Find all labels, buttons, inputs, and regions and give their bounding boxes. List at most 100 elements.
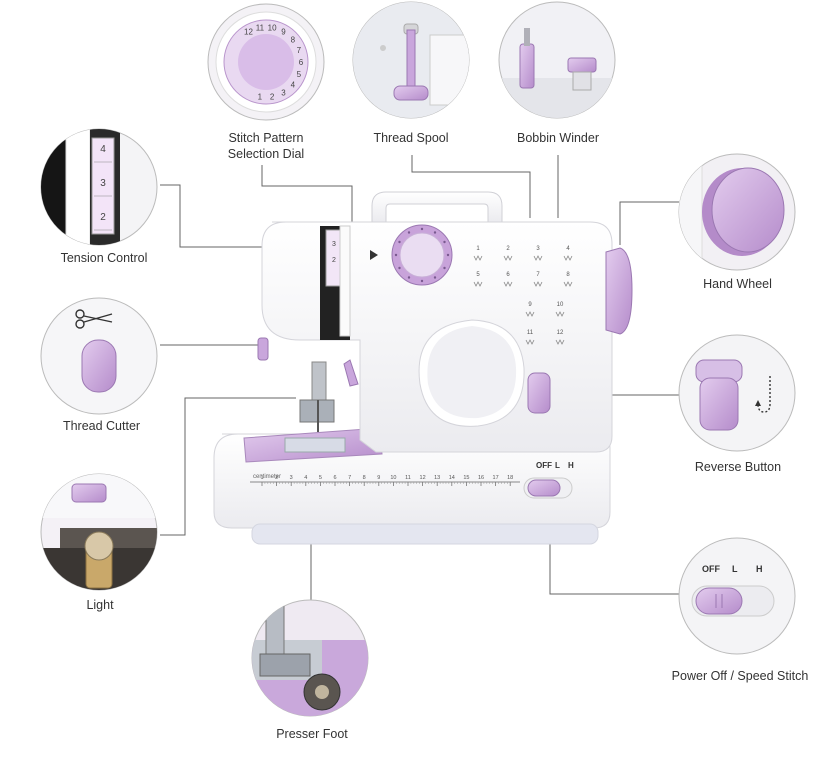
callout-light [40,473,158,591]
label-stitch-pattern-line-2: Selection Dial [227,147,305,161]
label-thread-cutter: Thread Cutter [62,419,141,433]
ruler-mark-label: 6 [333,475,336,481]
stitch-symbol [533,281,543,287]
machine-switch-high-label: H [568,461,574,470]
dial-tick [420,279,424,283]
ruler-mark-label: 3 [290,475,293,481]
callout-presser-foot [251,599,369,717]
machine-switch-off-label: OFF [536,461,552,470]
dial-tick [443,266,446,270]
ruler-mark-label: 5 [319,475,322,481]
callout-bobbin-winder [498,1,616,119]
stitch-symbol [503,281,513,287]
callout-switch-low-label: L [732,564,738,574]
ruler-mark-label: 8 [363,475,366,481]
callout-thread-cutter [40,297,158,415]
label-hand-wheel: Hand Wheel [703,277,772,291]
dial-number: 1 [258,93,263,102]
stitch-number: 7 [536,272,540,278]
dial-number: 8 [291,36,296,45]
label-thread-spool: Thread Spool [373,131,449,145]
label-light: Light [86,598,114,612]
stitch-symbol [525,339,535,345]
callout-thread-spool [352,1,470,119]
stitch-symbol [503,255,513,261]
dial-number: 12 [244,28,253,37]
dial-tick [407,231,411,234]
label-stitch-pattern-dial: Stitch Pattern Selection Dial [212,130,320,162]
dial-tick [398,240,401,244]
ruler-mark-label: 4 [304,475,307,481]
stitch-symbol [555,311,565,317]
callout-hand-wheel [678,153,796,271]
stitch-symbol [473,281,483,287]
dial-number: 6 [299,58,304,67]
label-power-speed-switch: Power Off / Speed Stitch [671,669,809,683]
ruler-mark-label: 1 [260,475,263,481]
label-bobbin-winder: Bobbin Winder [517,131,599,145]
svg-text:3: 3 [332,241,336,248]
ruler-mark-label: 17 [493,475,499,481]
stitch-symbol [473,255,483,261]
stitch-number: 11 [527,330,534,336]
dial-number: 7 [297,46,302,55]
dial-tick [420,227,424,231]
dial-number: 11 [256,24,265,33]
ruler-mark-label: 7 [348,475,351,481]
dial-tick [433,276,437,279]
svg-text:2: 2 [332,257,336,264]
callout-reverse-button [678,334,796,452]
dial-tick [443,240,446,244]
stitch-number: 3 [536,246,540,252]
ruler-mark-label: 15 [463,475,469,481]
dial-tick [398,266,401,270]
label-reverse-button: Reverse Button [694,460,782,474]
dial-tick [407,276,411,279]
scissors-icon [75,309,113,329]
dial-number: 5 [297,70,302,79]
stitch-number: 9 [528,302,532,308]
dial-number: 10 [268,24,277,33]
callout-switch-high-label: H [756,564,763,574]
callout-switch-off-label: OFF [702,564,720,574]
stitch-symbol [525,311,535,317]
dial-tick [433,231,437,234]
ruler-mark-label: 11 [405,475,411,481]
stitch-number: 6 [506,272,510,278]
dial-tick [394,253,398,257]
tension-number: 3 [100,178,106,189]
tension-number: 2 [100,212,106,223]
ruler-mark-label: 9 [377,475,380,481]
ruler-unit: centimeter [253,474,281,480]
stitch-number: 1 [476,246,480,252]
ruler-mark-label: 12 [420,475,426,481]
ruler-mark-label: 18 [507,475,513,481]
stitch-symbol [555,339,565,345]
stitch-symbol [533,255,543,261]
machine-switch-low-label: L [555,461,560,470]
stitch-number: 8 [566,272,570,278]
dial-number: 2 [270,93,275,102]
label-presser-foot: Presser Foot [276,727,348,741]
stitch-symbol [563,255,573,261]
stitch-symbol [563,281,573,287]
dial-number: 9 [281,28,286,37]
stitch-number: 4 [566,246,570,252]
ruler-mark-label: 16 [478,475,484,481]
stitch-dial-on-machine [391,224,453,286]
stitch-number: 2 [506,246,510,252]
callout-tension-control: 4 3 2 [40,128,158,246]
dial-number: 4 [291,81,296,90]
dial-tick [446,253,450,257]
stitch-number: 5 [476,272,480,278]
tension-number: 4 [100,144,106,155]
stitch-number: 10 [557,302,564,308]
ruler-mark-label: 14 [449,475,455,481]
label-tension-control: Tension Control [60,251,148,265]
label-stitch-pattern-line-1: Stitch Pattern [228,131,304,145]
callout-power-switch: OFF L H [678,537,796,655]
